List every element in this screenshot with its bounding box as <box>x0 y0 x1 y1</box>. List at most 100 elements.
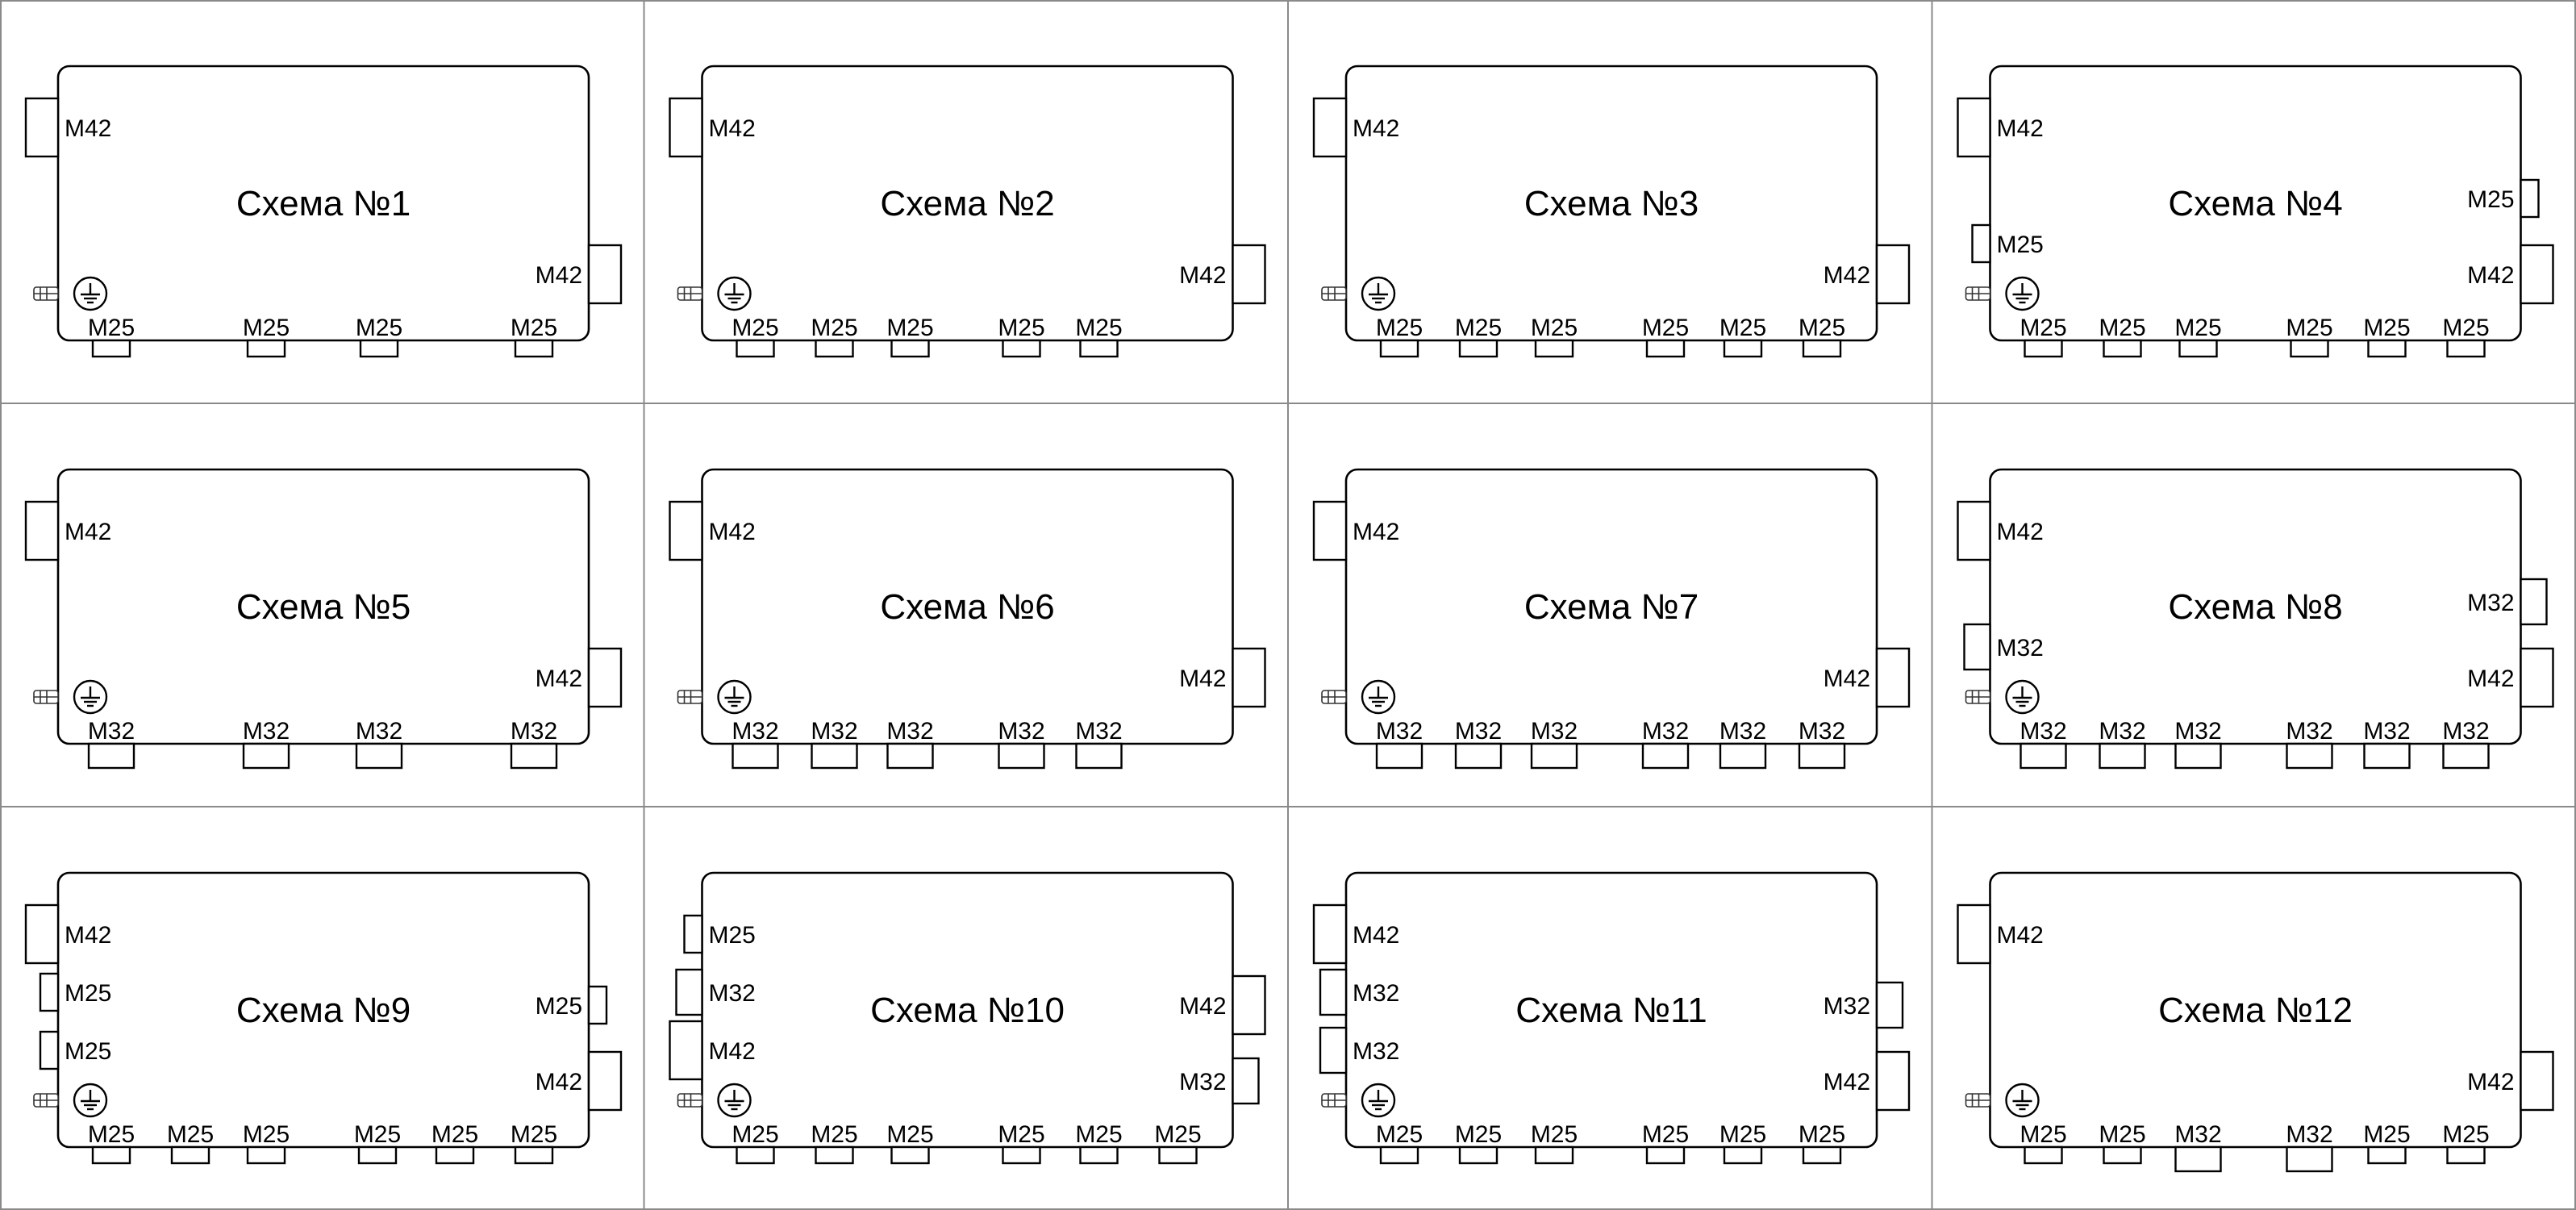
bottom-cable-gland <box>815 339 854 358</box>
bottom-cable-gland <box>1723 1145 1763 1165</box>
bottom-cable-gland <box>890 339 930 358</box>
ground-icon <box>2005 276 2040 311</box>
bottom-gland-label: M25 <box>354 1121 401 1148</box>
right-cable-gland <box>587 647 623 708</box>
bottom-cable-gland <box>2178 339 2218 358</box>
scheme-title: Схема №10 <box>870 991 1065 1030</box>
bottom-gland-label: M32 <box>2020 718 2066 745</box>
bottom-gland-label: M32 <box>2286 718 2332 745</box>
ground-stud-icon <box>33 286 59 301</box>
bottom-gland-label: M25 <box>243 315 290 341</box>
ground-stud-icon <box>677 690 703 704</box>
bottom-gland-label: M25 <box>1531 315 1578 341</box>
bottom-gland-label: M32 <box>2286 1121 2332 1148</box>
bottom-gland-label: M32 <box>2174 718 2221 745</box>
left-gland-label: M42 <box>1997 922 2044 949</box>
right-gland-label: M25 <box>536 993 582 1020</box>
left-cable-gland <box>39 1030 60 1070</box>
ground-icon <box>717 1083 752 1118</box>
bottom-gland-label: M25 <box>88 1121 135 1148</box>
bottom-cable-gland <box>815 1145 854 1165</box>
bottom-cable-gland <box>242 742 290 770</box>
right-cable-gland <box>1232 974 1266 1036</box>
bottom-cable-gland <box>1079 1145 1119 1165</box>
right-gland-label: M42 <box>1179 666 1226 692</box>
ground-stud-icon <box>1965 690 1991 704</box>
scheme-title: Схема №3 <box>1524 184 1699 223</box>
right-cable-gland <box>2520 1050 2554 1112</box>
left-cable-gland <box>1957 500 1991 561</box>
ground-icon <box>73 276 108 311</box>
bottom-gland-label: M32 <box>1075 718 1122 745</box>
ground-stud-icon <box>677 1093 703 1108</box>
bottom-gland-label: M32 <box>1531 718 1578 745</box>
enclosure-outline <box>701 65 1234 342</box>
ground-icon <box>717 276 752 311</box>
left-gland-label: M42 <box>1997 115 2044 142</box>
bottom-gland-label: M25 <box>2442 1121 2489 1148</box>
enclosure-outline <box>1344 468 1878 745</box>
bottom-gland-label: M25 <box>1376 315 1423 341</box>
left-cable-gland <box>1963 623 1991 671</box>
scheme-title: Схема №11 <box>1515 991 1707 1030</box>
bottom-gland-label: M25 <box>1719 1121 1766 1148</box>
bottom-gland-label: M25 <box>1642 1121 1689 1148</box>
right-cable-gland <box>587 985 608 1025</box>
bottom-cable-gland <box>1645 1145 1686 1165</box>
right-gland-label: M25 <box>2467 186 2514 213</box>
bottom-gland-label: M32 <box>811 718 857 745</box>
bottom-gland-label: M25 <box>167 1121 214 1148</box>
bottom-gland-label: M25 <box>998 1121 1044 1148</box>
bottom-gland-label: M32 <box>356 718 402 745</box>
bottom-gland-label: M25 <box>1642 315 1689 341</box>
bottom-gland-label: M25 <box>356 315 402 341</box>
scheme-title: Схема №5 <box>236 587 411 627</box>
right-cable-gland <box>1875 647 1911 708</box>
bottom-gland-label: M25 <box>1799 1121 1845 1148</box>
bottom-cable-gland <box>2174 742 2222 770</box>
left-cable-gland <box>683 914 703 954</box>
bottom-cable-gland <box>2103 1145 2142 1165</box>
left-gland-label: M32 <box>1353 980 1399 1007</box>
left-gland-label: M42 <box>65 115 111 142</box>
right-gland-label: M42 <box>536 666 582 692</box>
bottom-cable-gland <box>2290 339 2329 358</box>
left-cable-gland <box>1312 97 1348 158</box>
right-cable-gland <box>1232 647 1266 708</box>
bottom-cable-gland <box>1375 742 1423 770</box>
bottom-cable-gland <box>1534 1145 1574 1165</box>
right-cable-gland <box>1232 1057 1260 1105</box>
left-cable-gland <box>669 1020 703 1081</box>
scheme-title: Схема №9 <box>236 991 411 1030</box>
ground-icon <box>717 679 752 715</box>
bottom-cable-gland <box>1079 339 1119 358</box>
right-gland-label: M42 <box>2467 262 2514 289</box>
left-gland-label: M42 <box>1353 115 1399 142</box>
bottom-cable-gland <box>2103 339 2142 358</box>
bottom-gland-label: M32 <box>511 718 557 745</box>
ground-icon <box>1361 1083 1396 1118</box>
bottom-gland-label: M32 <box>243 718 290 745</box>
right-cable-gland <box>2520 178 2540 219</box>
left-cable-gland <box>675 968 703 1016</box>
left-cable-gland <box>669 500 703 561</box>
bottom-gland-label: M25 <box>732 315 778 341</box>
ground-stud-icon <box>1965 286 1991 301</box>
bottom-gland-label: M25 <box>1799 315 1845 341</box>
right-cable-gland <box>1875 1050 1911 1112</box>
bottom-cable-gland <box>890 1145 930 1165</box>
bottom-cable-gland <box>1379 339 1419 358</box>
bottom-gland-label: M25 <box>1154 1121 1201 1148</box>
right-cable-gland <box>2520 578 2548 626</box>
bottom-gland-label: M32 <box>1799 718 1845 745</box>
bottom-cable-gland <box>1534 339 1574 358</box>
bottom-cable-gland <box>170 1145 210 1165</box>
bottom-gland-label: M32 <box>1455 718 1502 745</box>
left-gland-label: M42 <box>709 1038 756 1065</box>
